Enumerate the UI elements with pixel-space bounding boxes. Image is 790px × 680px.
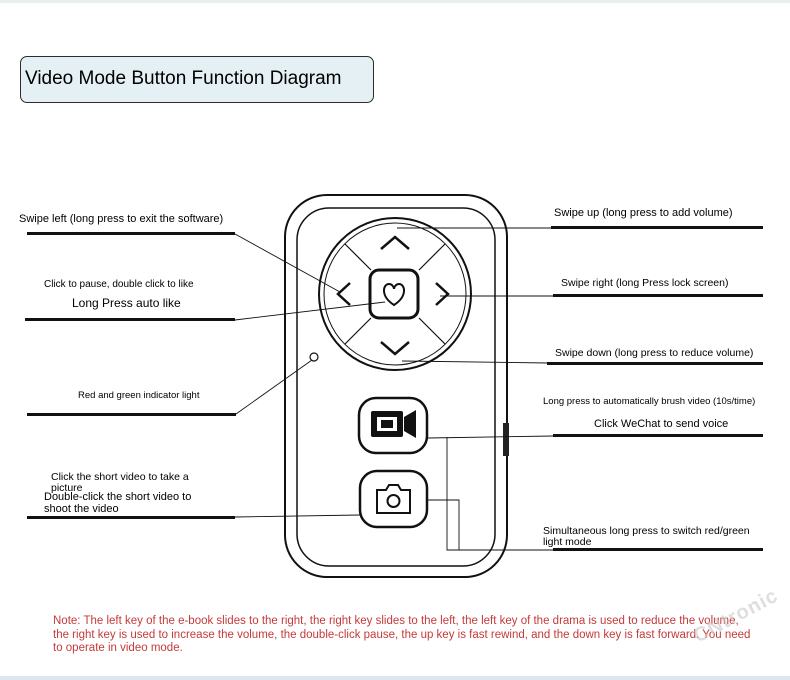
- label-long-press-like: Long Press auto like: [72, 296, 181, 310]
- label-wechat-voice: Click WeChat to send voice: [594, 418, 729, 430]
- label-switch-light: Simultaneous long press to switch red/gr…: [543, 525, 750, 548]
- label-swipe-down: Swipe down (long press to reduce volume): [555, 347, 754, 359]
- photo-button: [358, 469, 429, 529]
- left-bars: [25, 232, 236, 519]
- right-bars: [547, 226, 763, 551]
- heart-icon: [383, 282, 405, 307]
- video-camera-icon: [371, 410, 416, 438]
- label-auto-brush: Long press to automatically brush video …: [543, 396, 756, 407]
- label-swipe-up: Swipe up (long press to add volume): [554, 207, 733, 219]
- label-double-click-video: Double-click the short video to shoot th…: [44, 491, 192, 515]
- arrow-down-icon: [380, 341, 410, 356]
- bottom-rule: [0, 676, 790, 680]
- label-short-video-picture: Click the short video to take a picture: [51, 471, 189, 494]
- side-switch: [503, 423, 509, 456]
- label-swipe-left: Swipe left (long press to exit the softw…: [19, 213, 224, 225]
- arrow-right-icon: [435, 282, 450, 306]
- arrow-left-icon: [336, 282, 351, 306]
- note-text: Note: The left key of the e-book slides …: [53, 615, 751, 654]
- photo-camera-icon: [376, 484, 411, 514]
- label-indicator-light: Red and green indicator light: [78, 390, 200, 401]
- arrow-up-icon: [380, 235, 410, 250]
- diagram-title: Video Mode Button Function Diagram: [20, 56, 374, 103]
- indicator-light: [309, 352, 319, 362]
- leader-lines: [234, 227, 554, 551]
- label-click-pause: Click to pause, double click to like: [44, 279, 194, 290]
- dpad: [318, 217, 472, 371]
- label-swipe-right: Swipe right (long Press lock screen): [561, 277, 729, 289]
- top-rule: [0, 0, 790, 3]
